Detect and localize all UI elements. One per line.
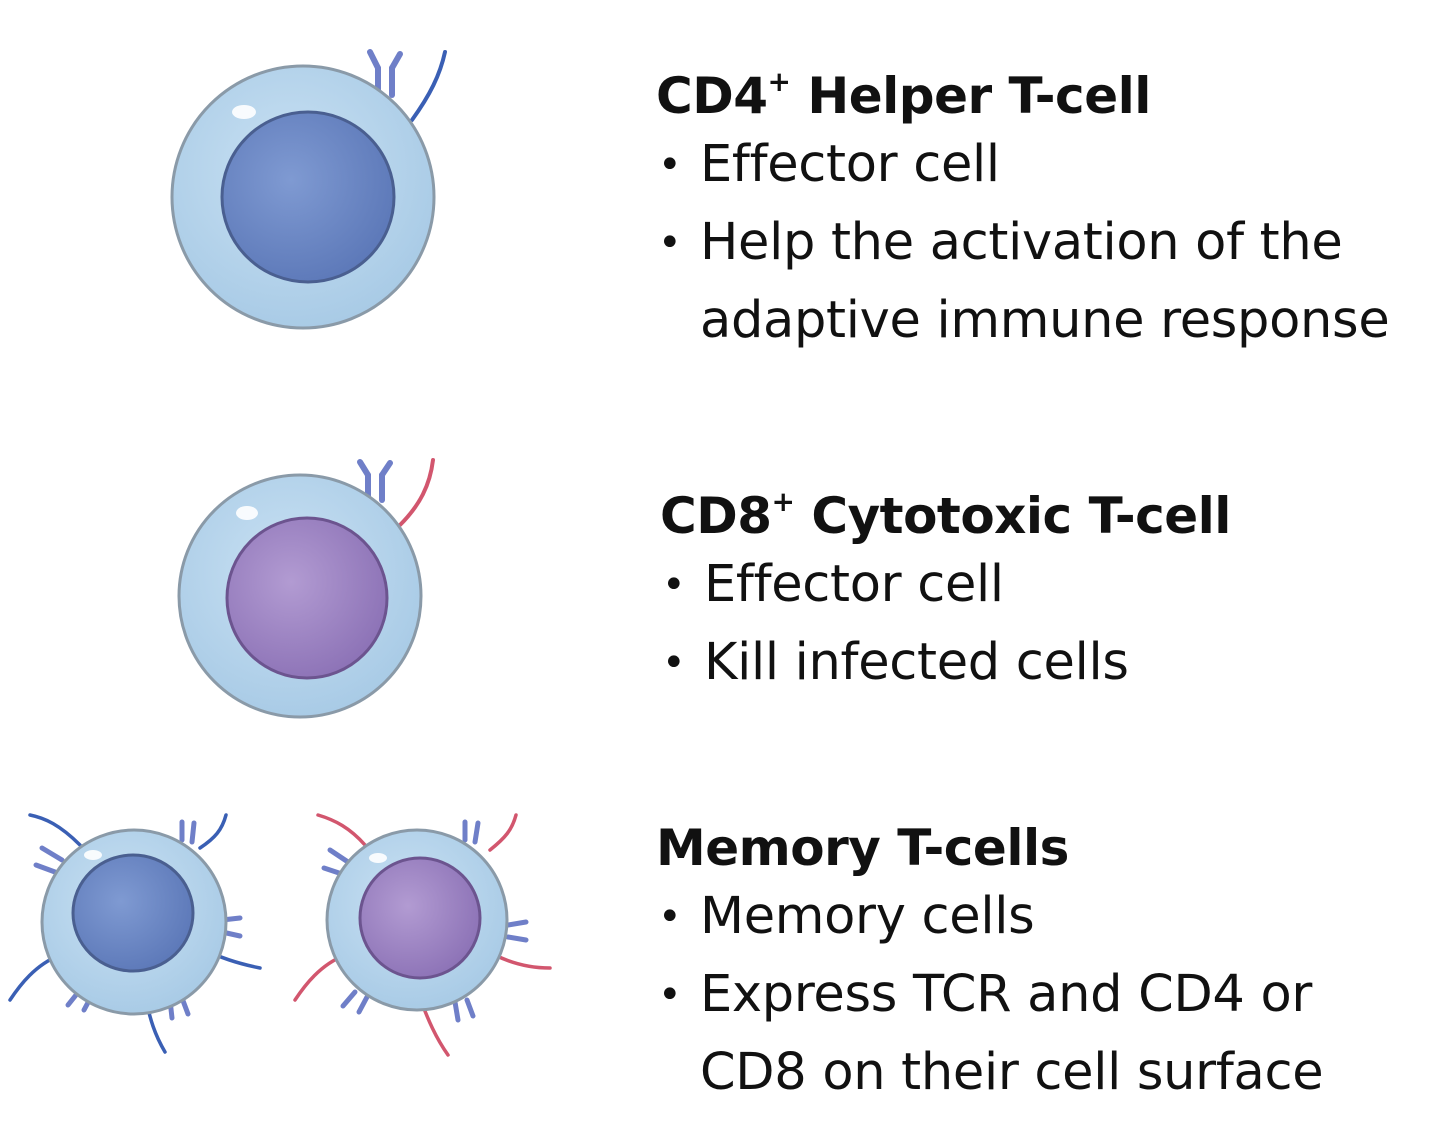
- memory-t-cell-cd4-icon: [8, 813, 262, 1054]
- memory-t-cells-block: Memory T-cells •Memory cells •Express TC…: [656, 818, 1324, 1112]
- list-item: •Help the activation of the: [658, 213, 1343, 272]
- cd8-cytotoxic-bullets: •Effector cell •Kill infected cells: [660, 546, 1231, 702]
- cd8-cytotoxic-block: CD8+ Cytotoxic T-cell •Effector cell •Ki…: [660, 486, 1231, 702]
- list-item: •Memory cells: [658, 887, 1035, 946]
- list-item: adaptive immune response: [700, 291, 1390, 350]
- cd8-cytotoxic-t-cell-icon: [177, 458, 435, 719]
- cd4-helper-bullets: •Effector cell •Help the activation of t…: [656, 126, 1390, 360]
- list-item: •Express TCR and CD4 or: [658, 965, 1313, 1024]
- list-item: CD8 on their cell surface: [700, 1043, 1324, 1102]
- list-item: •Effector cell: [658, 135, 1000, 194]
- memory-t-cells-title: Memory T-cells: [656, 819, 1069, 877]
- cd4-helper-block: CD4+ Helper T-cell •Effector cell •Help …: [656, 65, 1390, 360]
- memory-t-cell-cd8-icon: [293, 813, 552, 1057]
- memory-t-cells-bullets: •Memory cells •Express TCR and CD4 or CD…: [656, 878, 1324, 1112]
- cd4-helper-t-cell-icon: [170, 49, 447, 330]
- list-item: •Kill infected cells: [662, 633, 1129, 692]
- list-item: •Effector cell: [662, 555, 1004, 614]
- cd4-helper-title: CD4+ Helper T-cell: [656, 65, 1151, 125]
- cd8-cytotoxic-title: CD8+ Cytotoxic T-cell: [660, 485, 1231, 545]
